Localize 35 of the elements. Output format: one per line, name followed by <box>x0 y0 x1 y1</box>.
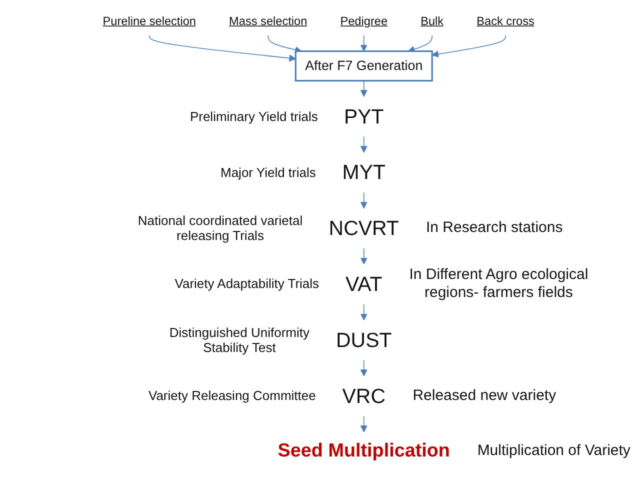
arrow <box>360 360 368 376</box>
node-text: NCVRT <box>329 216 400 240</box>
arrow <box>149 35 296 62</box>
annotation-text: Preliminary Yield trials <box>189 108 318 124</box>
annotation-text: In Different Agro ecological regions- farmers fields <box>408 266 589 302</box>
arrow <box>360 304 368 320</box>
node-text: Pedigree <box>340 14 388 28</box>
arrow <box>432 35 506 58</box>
node-text: DUST <box>336 328 392 352</box>
node-text: MYT <box>342 160 386 184</box>
node-text: Pureline selection <box>103 14 196 28</box>
arrow <box>360 192 368 209</box>
annotation-text: In Research stations <box>425 219 564 238</box>
arrow <box>360 248 368 264</box>
arrow <box>408 35 433 53</box>
arrow <box>360 80 368 97</box>
arrow <box>360 416 368 432</box>
annotation-text: Variety Releasing Committee <box>148 388 317 404</box>
node-text: Back cross <box>477 14 535 28</box>
arrow <box>360 136 368 153</box>
annotation-text: Multiplication of Variety <box>476 442 632 460</box>
node-text: PYT <box>344 104 384 128</box>
annotation-text: Major Yield trials <box>220 164 317 180</box>
arrow <box>268 35 302 54</box>
annotation-text: Variety Adaptability Trials <box>174 276 320 292</box>
node-text: Bulk <box>421 14 444 28</box>
node-text: Seed Multiplication <box>278 440 450 462</box>
node-box: After F7 Generation <box>295 50 434 82</box>
node-text: VRC <box>342 384 386 408</box>
annotation-text: Distinguished Uniformity Stability Test <box>168 324 310 356</box>
node-text: Mass selection <box>229 14 308 28</box>
annotation-text: National coordinated varietal releasing Trials <box>137 212 304 244</box>
arrow <box>360 35 368 52</box>
annotation-text: Released new variety <box>412 387 557 406</box>
node-text: VAT <box>346 272 383 296</box>
